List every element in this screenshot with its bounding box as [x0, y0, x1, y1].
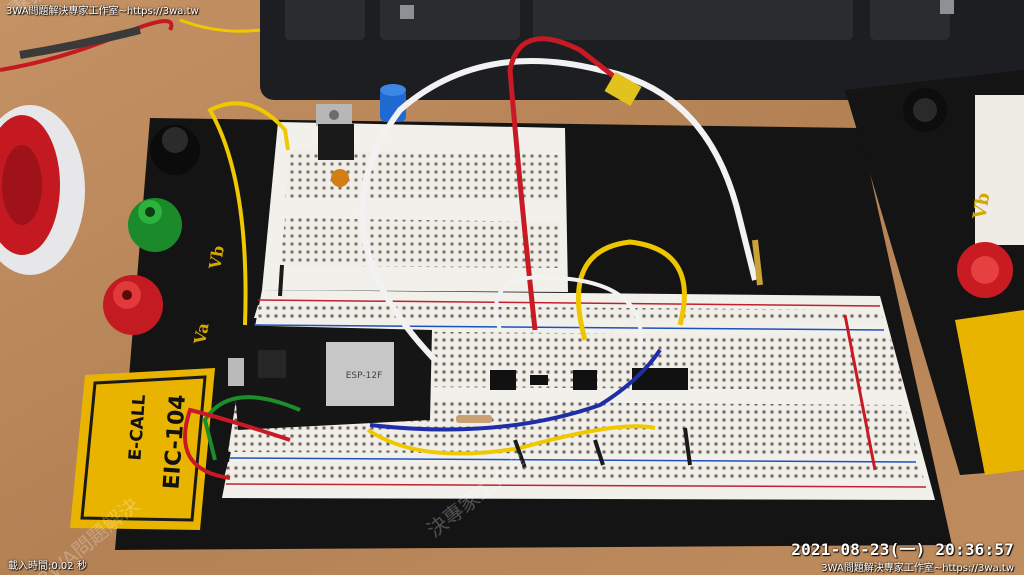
ecall-brand-text: E-CALL	[125, 394, 150, 461]
white-wire-loop	[494, 275, 643, 351]
esp-module-label: ESP-12F	[346, 371, 383, 381]
load-time-text: 載入時間:0.02 秒	[8, 561, 87, 572]
red-wire	[507, 36, 627, 331]
wire-spool	[0, 105, 85, 275]
ic-chip-2	[573, 370, 597, 390]
binding-post-black	[150, 125, 200, 175]
bottom-caption: 3WA問題解決專家工作室~https://3wa.tw	[821, 563, 1014, 574]
ecall-label-right	[955, 310, 1024, 475]
resistor	[456, 415, 492, 423]
red-wire-left	[183, 407, 291, 480]
timestamp: 2021-08-23(一) 20:36:57	[791, 540, 1014, 559]
yellow-wire-loop	[576, 239, 687, 341]
vb-label-left: Vb	[205, 244, 228, 272]
binding-post-green	[128, 198, 182, 252]
yellow-wire-top	[207, 101, 290, 326]
diode	[530, 375, 548, 385]
blue-wire	[369, 348, 662, 432]
ic-chip-3	[632, 368, 688, 390]
voltage-regulator	[316, 104, 354, 160]
ecall-label: E-CALL EIC-104	[70, 368, 215, 530]
green-wire	[202, 395, 301, 461]
ic-chip-1	[490, 370, 516, 390]
red-rail-wire	[843, 314, 877, 471]
va-label-left: Va	[190, 321, 213, 346]
binding-post-red	[103, 275, 163, 335]
nodemcu-board: ESP-12F	[228, 325, 432, 430]
vb-label-right: Vb	[969, 191, 994, 222]
white-wire	[359, 58, 758, 363]
top-caption: 3WA問題解決專家工作室~https://3wa.tw	[6, 6, 199, 17]
upper-breadboard	[262, 122, 568, 292]
